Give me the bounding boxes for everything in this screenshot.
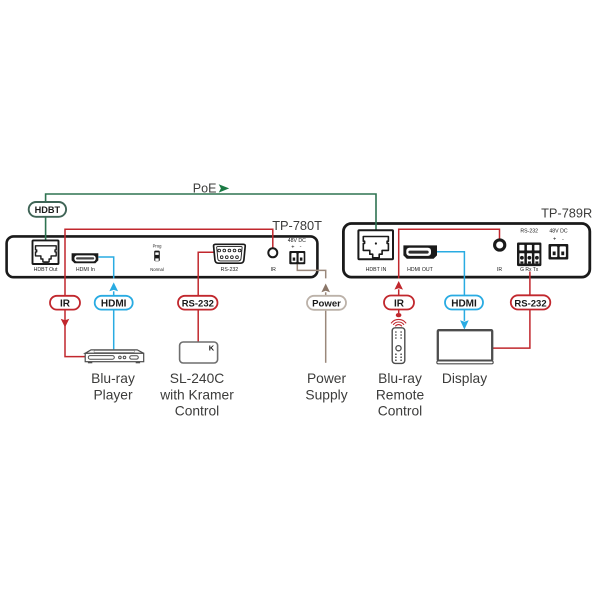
svg-text:HDBT IN: HDBT IN	[366, 267, 387, 273]
svg-text:-: -	[562, 237, 564, 243]
svg-text:with Kramer: with Kramer	[159, 387, 234, 402]
svg-text:HDBT Out: HDBT Out	[34, 267, 58, 273]
svg-text:RS-232: RS-232	[221, 267, 239, 273]
svg-text:IR: IR	[497, 267, 502, 273]
svg-text:Prog: Prog	[153, 243, 163, 248]
svg-text:SL-240C: SL-240C	[170, 371, 224, 386]
svg-text:Supply: Supply	[305, 387, 347, 402]
svg-text:K: K	[209, 344, 215, 353]
svg-text:HDMI OUT: HDMI OUT	[407, 267, 433, 273]
svg-text:Control: Control	[175, 404, 219, 419]
svg-text:HDBT: HDBT	[35, 205, 61, 215]
svg-text:G Rx Tx: G Rx Tx	[520, 267, 539, 273]
svg-text:Blu-ray: Blu-ray	[91, 371, 135, 386]
svg-text:RS-232: RS-232	[520, 229, 538, 235]
svg-text:48V DC: 48V DC	[549, 229, 567, 235]
svg-text:RS-232: RS-232	[182, 299, 214, 310]
svg-text:TP-780T: TP-780T	[272, 218, 322, 233]
svg-text:HDMI: HDMI	[451, 298, 477, 309]
svg-text:Power: Power	[307, 371, 347, 386]
svg-text:IR: IR	[60, 299, 71, 310]
svg-text:PoE: PoE	[193, 182, 217, 196]
svg-text:+: +	[291, 244, 294, 250]
svg-text:Control: Control	[378, 404, 422, 419]
svg-text:IR: IR	[271, 267, 276, 273]
svg-text:+: +	[553, 237, 556, 243]
svg-text:Normal: Normal	[150, 267, 164, 272]
svg-text:RS-232: RS-232	[514, 298, 546, 309]
svg-text:HDMI In: HDMI In	[76, 267, 95, 273]
svg-text:Remote: Remote	[376, 387, 425, 402]
svg-text:HDMI: HDMI	[101, 299, 127, 310]
svg-text:TP-789R: TP-789R	[541, 206, 592, 221]
svg-text:Power: Power	[312, 299, 341, 310]
svg-text:Display: Display	[442, 371, 487, 386]
svg-text:IR: IR	[394, 298, 405, 309]
svg-text:Player: Player	[93, 387, 133, 402]
svg-text:-: -	[300, 244, 302, 250]
svg-text:48V DC: 48V DC	[288, 238, 306, 244]
svg-text:Blu-ray: Blu-ray	[378, 371, 422, 386]
